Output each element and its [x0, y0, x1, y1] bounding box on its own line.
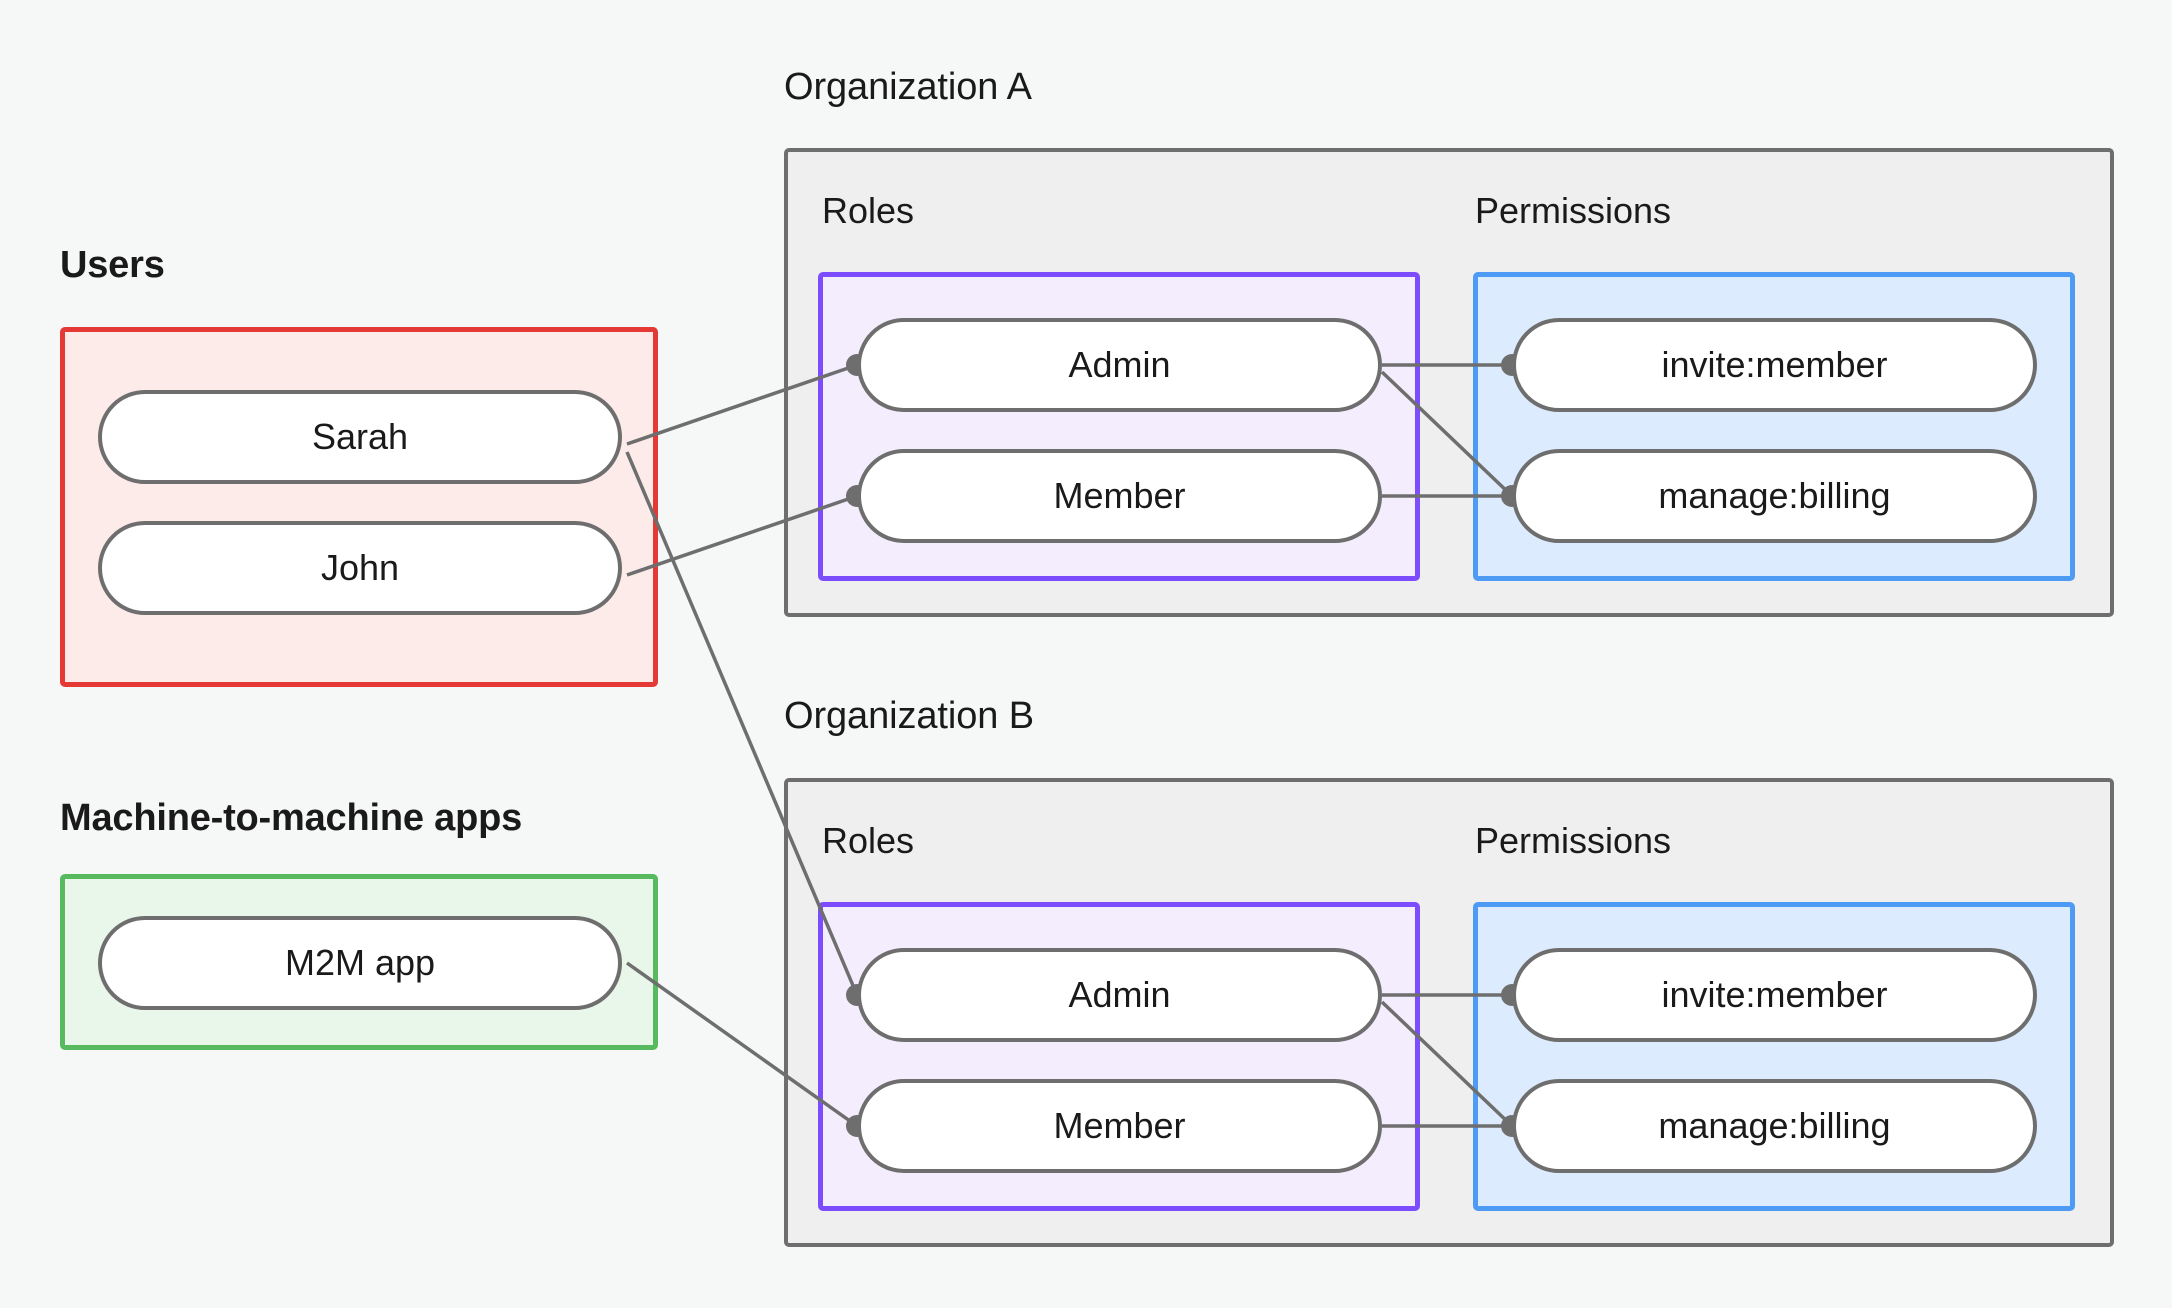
m2m-group-title: Machine-to-machine apps	[60, 797, 523, 839]
user-pill-john[interactable]: John	[98, 521, 622, 615]
orgA-permission-pill-invite-member[interactable]: invite:member	[1512, 318, 2037, 412]
orgB-permission-pill-manage-billing[interactable]: manage:billing	[1512, 1079, 2037, 1173]
orgA-role-pill-member[interactable]: Member	[857, 449, 1382, 543]
orgA-role-pill-admin[interactable]: Admin	[857, 318, 1382, 412]
organization-b-title: Organization B	[784, 695, 1034, 737]
orgA-roles-label: Roles	[822, 190, 915, 231]
users-group-title: Users	[60, 244, 165, 286]
users-group-box	[60, 327, 658, 687]
organization-a-title: Organization A	[784, 66, 1032, 108]
orgA-permission-pill-manage-billing[interactable]: manage:billing	[1512, 449, 2037, 543]
m2m-pill-app[interactable]: M2M app	[98, 916, 622, 1010]
orgB-permission-pill-invite-member[interactable]: invite:member	[1512, 948, 2037, 1042]
orgB-role-pill-member[interactable]: Member	[857, 1079, 1382, 1173]
orgB-permissions-label: Permissions	[1475, 820, 1672, 861]
orgB-role-pill-admin[interactable]: Admin	[857, 948, 1382, 1042]
orgA-permissions-label: Permissions	[1475, 190, 1672, 231]
user-pill-sarah[interactable]: Sarah	[98, 390, 622, 484]
orgB-roles-label: Roles	[822, 820, 915, 861]
